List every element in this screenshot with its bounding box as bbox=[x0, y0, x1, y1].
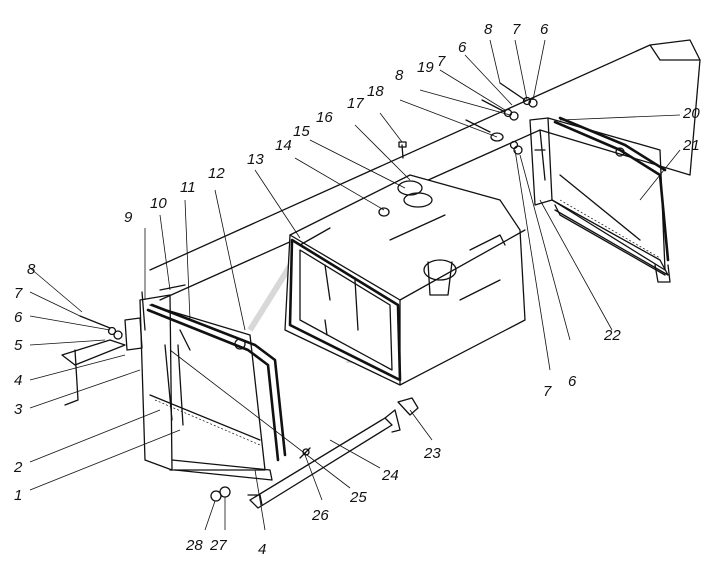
callout-10: 10 bbox=[150, 195, 167, 212]
callout-13: 13 bbox=[247, 151, 264, 168]
callout-16: 16 bbox=[316, 109, 333, 126]
callout-7-top-b: 7 bbox=[512, 21, 521, 38]
callout-8-left: 8 bbox=[27, 261, 36, 278]
callout-8-top: 8 bbox=[484, 21, 493, 38]
tie-rod bbox=[247, 409, 401, 509]
callout-15: 15 bbox=[293, 123, 310, 140]
callout-6-right: 6 bbox=[568, 373, 577, 390]
right-bracket bbox=[529, 116, 671, 283]
callout-22: 22 bbox=[603, 327, 621, 344]
callout-4-bottom: 4 bbox=[258, 541, 266, 558]
callout-12: 12 bbox=[208, 165, 225, 182]
callout-labels: 1 2 3 4 4 5 6 6 6 6 7 7 7 7 8 8 8 9 10 1… bbox=[13, 21, 700, 558]
callout-6-left: 6 bbox=[14, 309, 23, 326]
leader-lines bbox=[29, 39, 681, 531]
callout-26: 26 bbox=[311, 507, 329, 524]
callout-4-left: 4 bbox=[14, 372, 22, 389]
callout-2: 2 bbox=[13, 459, 23, 476]
callout-27: 27 bbox=[209, 537, 227, 554]
fuel-tank bbox=[284, 174, 526, 386]
callout-20: 20 bbox=[682, 105, 700, 122]
callout-25: 25 bbox=[349, 489, 367, 506]
callout-3: 3 bbox=[14, 401, 23, 418]
left-bracket bbox=[61, 284, 287, 481]
callout-19: 19 bbox=[417, 59, 434, 76]
callout-28: 28 bbox=[185, 537, 203, 554]
callout-9: 9 bbox=[124, 209, 133, 226]
callout-7-right: 7 bbox=[543, 383, 552, 400]
callout-24: 24 bbox=[381, 467, 399, 484]
callout-6-top-a: 6 bbox=[458, 39, 467, 56]
callout-17: 17 bbox=[347, 95, 364, 112]
callout-21: 21 bbox=[682, 137, 700, 154]
callout-6-top-b: 6 bbox=[540, 21, 549, 38]
small-parts bbox=[210, 397, 419, 502]
callout-8-mid: 8 bbox=[395, 67, 404, 84]
callout-11: 11 bbox=[180, 179, 196, 196]
callout-7-left: 7 bbox=[14, 285, 23, 302]
callout-23: 23 bbox=[423, 445, 441, 462]
callout-1: 1 bbox=[14, 487, 22, 504]
callout-7-top-a: 7 bbox=[437, 53, 446, 70]
callout-18: 18 bbox=[367, 83, 384, 100]
fasteners-top-right bbox=[398, 82, 538, 159]
callout-14: 14 bbox=[275, 137, 292, 154]
callout-5: 5 bbox=[14, 337, 23, 354]
